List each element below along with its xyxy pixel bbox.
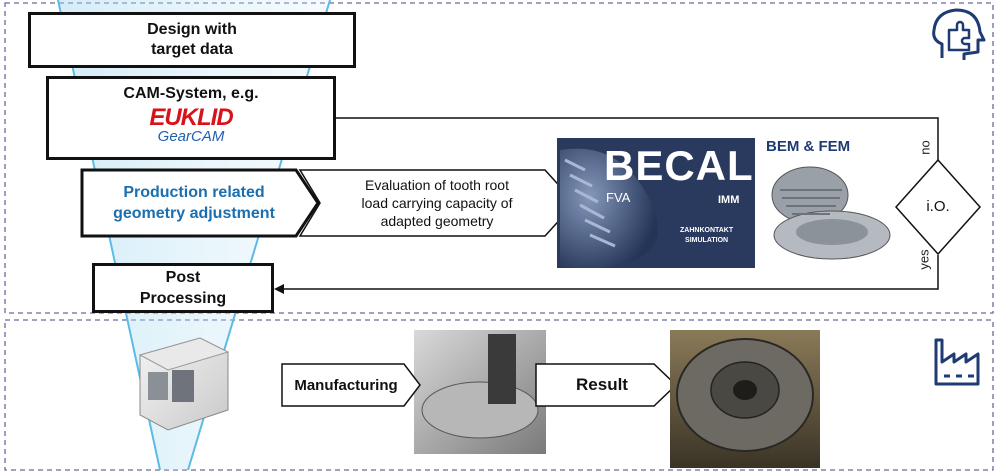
adjustment-box-shape [80,168,320,238]
becal-caption-line2: SIMULATION [685,237,729,244]
becal-gear-graphic [560,148,659,268]
production-adjustment-label: Production related geometry adjustment [86,172,302,234]
becal-gear-teeth [564,158,616,248]
decision-label: i.O. [926,198,950,215]
evaluation-arrow-label: Evaluation of tooth root load carrying c… [326,172,548,234]
bem-fem-label: BEM & FEM [766,138,851,155]
cam-system-box: CAM-System, e.g. EUKLID GearCAM [46,76,336,160]
result-photo-bore [733,380,757,400]
cam-system-title: CAM-System, e.g. [123,85,259,102]
design-box-line2: target data [151,41,233,58]
evaluation-line1: Evaluation of tooth root [365,177,509,193]
design-with-target-data-box: Design with target data [28,12,356,68]
feedback-yes-line [282,255,939,290]
head-puzzle-icon [932,8,986,60]
decision-diamond [894,158,982,256]
post-box-line2: Processing [139,290,227,307]
result-arrow-shape [535,363,678,407]
adjustment-line2: geometry adjustment [113,205,275,222]
becal-caption: ZAHNKONTAKT SIMULATION [680,226,733,246]
evaluation-line3: adapted geometry [380,213,494,229]
manufacturing-label: Manufacturing [294,376,398,394]
feedback-yes-arrowhead [274,284,284,294]
adjustment-line1: Production related [123,184,265,201]
evaluation-arrow-shape [298,169,577,237]
manufacturing-process-frame [4,319,994,471]
manufacturing-photo-gear [421,381,539,439]
digital-process-frame [4,2,994,314]
gearcam-logo: GearCAM [157,128,225,145]
factory-icon [934,338,980,386]
result-label: Result [576,375,628,394]
fva-label: FVA [606,190,631,205]
post-box-line1: Post [165,269,201,286]
manufacturing-photo-spindle [488,334,516,404]
post-processing-box: Post Processing [92,263,274,313]
evaluation-line2: load carrying capacity of [361,195,513,211]
manufacturing-arrow-shape [281,363,421,407]
euklid-logo: EUKLID [149,104,233,131]
decision-yes-label: yes [916,249,932,270]
imm-label: IMM [718,194,740,206]
becal-caption-line1: ZAHNKONTAKT [680,227,734,234]
design-box-line1: Design with [147,21,237,38]
bem-fem-gear-graphic [771,166,891,260]
becal-logo: BECAL [604,142,754,189]
feedback-no-line [328,117,939,160]
decision-no-label: no [917,140,933,155]
machine-tool-image [138,337,230,431]
